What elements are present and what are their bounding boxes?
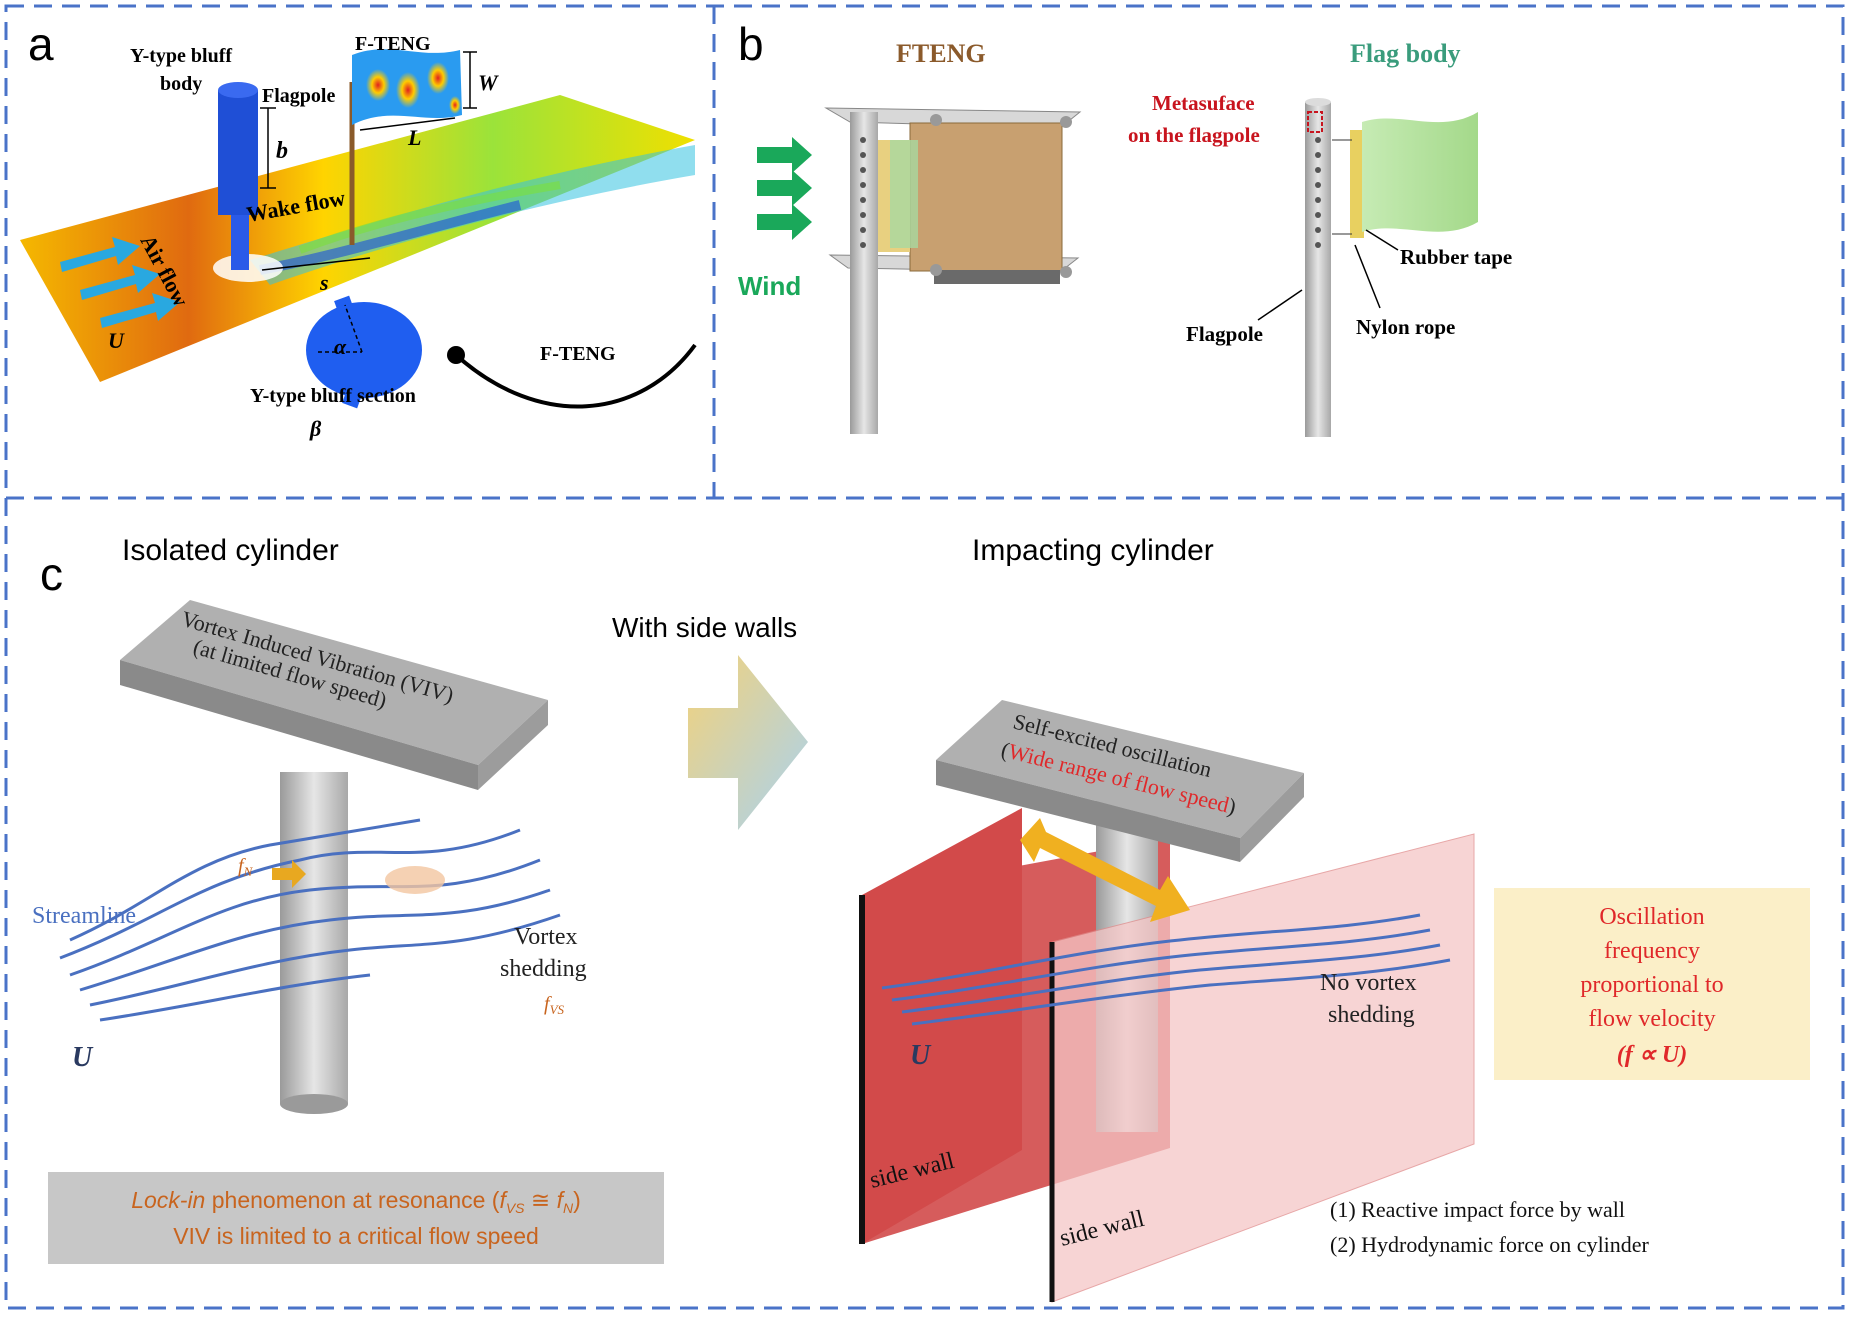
osc-line4: flow velocity: [1588, 1006, 1715, 1032]
dim-l-label: L: [407, 125, 421, 150]
u-right-label: U: [910, 1040, 932, 1071]
fteng-callout-label: F-TENG: [540, 343, 616, 365]
flagpole-label: Flagpole: [262, 85, 335, 107]
section-label: Y-type bluff section: [250, 385, 416, 407]
streamlines-right: [881, 913, 1451, 1026]
fn-label: fN: [238, 855, 254, 879]
fvs-label: fVS: [544, 993, 565, 1017]
u-label: U: [108, 328, 125, 353]
dim-w-label: W: [478, 70, 499, 95]
fteng-callout: [447, 343, 697, 409]
dimension-lines: [260, 51, 477, 271]
panel-a: a: [20, 18, 697, 441]
panel-c-letter: c: [40, 548, 63, 600]
transition-arrow: [688, 655, 808, 830]
lockin-close: ): [573, 1187, 581, 1213]
vortex-shedding-line2: shedding: [500, 956, 587, 982]
fvs-subscript: VS: [550, 1002, 565, 1017]
s-label: s: [319, 270, 329, 295]
wind-label: Wind: [738, 271, 801, 301]
fteng-top-label: F-TENG: [355, 33, 431, 55]
cfd-flow-plane: [20, 95, 695, 382]
impacting-cylinder-scene: [859, 700, 1475, 1303]
lockin-s1: VS: [506, 1200, 525, 1216]
panel-b: b FTENG Flag body Wind: [738, 18, 1512, 437]
bluff-section-circle: [306, 295, 422, 409]
panel-b-letter: b: [738, 18, 764, 70]
fteng-title: FTENG: [896, 39, 986, 68]
isolated-cylinder-scene: [59, 600, 561, 1114]
isolated-title: Isolated cylinder: [122, 534, 339, 567]
lockin-line1: Lock-in phenomenon at resonance (fVS ≅ f…: [131, 1187, 581, 1216]
vortex-shedding-line1: Vortex: [514, 924, 578, 950]
flagpole-b-label: Flagpole: [1186, 322, 1263, 346]
nylon-rope-label: Nylon rope: [1356, 315, 1455, 339]
flag-body-device: [1257, 98, 1478, 437]
osc-line3: proportional to: [1580, 972, 1723, 998]
bluff-body-label-2: body: [160, 73, 202, 95]
fvs-symbol: f: [544, 993, 552, 1015]
air-flow-arrows: [60, 237, 180, 328]
lockin-f1: f: [499, 1187, 508, 1213]
y-type-bluff-body: [218, 82, 258, 270]
force-1-label: (1) Reactive impact force by wall: [1330, 1197, 1625, 1222]
metasurface-label-1: Metasuface: [1152, 91, 1255, 115]
oscillation-arrow: [1020, 818, 1190, 922]
no-vortex-line2: shedding: [1328, 1002, 1415, 1028]
impacting-title: Impacting cylinder: [972, 534, 1214, 567]
beta-label: β: [309, 416, 322, 441]
fteng-device: [824, 107, 1082, 434]
force-2-label: (2) Hydrodynamic force on cylinder: [1330, 1232, 1650, 1257]
fn-symbol: f: [238, 855, 246, 877]
wind-arrows: [757, 137, 812, 240]
osc-line1: Oscillation: [1599, 904, 1704, 930]
lockin-line2: VIV is limited to a critical flow speed: [173, 1223, 539, 1249]
lockin-s2: N: [563, 1200, 574, 1216]
alpha-label: α: [334, 334, 347, 359]
flag-body-title: Flag body: [1350, 39, 1461, 68]
metasurface-label-2: on the flagpole: [1128, 123, 1260, 147]
streamlines-left: [59, 818, 561, 1022]
streamline-label: Streamline: [32, 903, 136, 929]
with-side-walls-label: With side walls: [612, 612, 797, 643]
panel-c: c Isolated cylinder Impacting cylinder W…: [32, 534, 1810, 1303]
lockin-mid: ≅: [525, 1187, 557, 1213]
flagpole-and-flag: [349, 49, 462, 245]
lockin-box: Lock-in phenomenon at resonance (fVS ≅ f…: [48, 1172, 664, 1264]
fn-subscript: N: [243, 864, 254, 879]
panel-b-labels: Metasuface on the flagpole Rubber tape F…: [1128, 91, 1512, 346]
panel-a-letter: a: [28, 18, 54, 70]
lockin-f2: f: [557, 1187, 566, 1213]
rubber-tape-label: Rubber tape: [1400, 245, 1512, 269]
oscillation-box: Oscillation frequency proportional to fl…: [1494, 888, 1810, 1080]
no-vortex-line1: No vortex: [1320, 970, 1417, 996]
bluff-body-label-1: Y-type bluff: [130, 45, 232, 67]
osc-line5: (f ∝ U): [1617, 1042, 1687, 1068]
lockin-rest: phenomenon at resonance (: [205, 1187, 499, 1213]
u-left-label: U: [72, 1042, 94, 1073]
osc-line2: frequency: [1604, 938, 1700, 964]
dim-b-label: b: [276, 138, 288, 164]
lockin-italic: Lock-in: [131, 1187, 205, 1213]
